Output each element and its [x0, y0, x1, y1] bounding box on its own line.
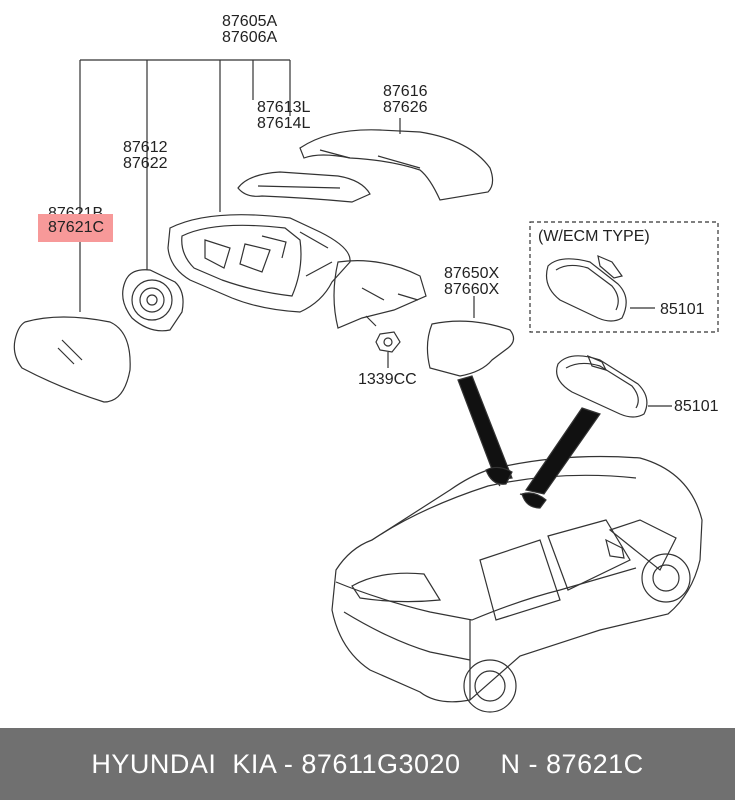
label-actuator-b: 87622: [123, 155, 168, 172]
actuator-shape: [122, 269, 184, 332]
label-ecm-type: (W/ECM TYPE): [538, 228, 650, 245]
ecm-type-box: [529, 221, 719, 333]
pointer-wedge-mirror: [525, 407, 601, 495]
footer-part-numbers: HYUNDAI KIA - 87611G3020 N - 87621C: [91, 749, 644, 779]
inside-mirror-ecm-shape: [545, 254, 627, 322]
label-assembly-a: 87605A: [222, 13, 278, 30]
label-cover-a: 87650X: [444, 265, 500, 282]
label-actuator-a: 87612: [123, 139, 168, 156]
label-lamp-a: 87613L: [257, 99, 311, 116]
label-assembly-b: 87606A: [222, 29, 278, 46]
label-cap-b: 87626: [383, 99, 428, 116]
mirror-glass-shape: [13, 316, 131, 403]
label-glass-b-highlighted: 87621C: [38, 214, 114, 242]
pointer-wedge-cover: [457, 375, 513, 481]
label-lamp-b: 87614L: [257, 115, 311, 132]
mirror-location-mark: [521, 492, 547, 509]
cover-location-mark: [485, 466, 513, 485]
label-cover-b: 87660X: [444, 281, 500, 298]
footer-bar: HYUNDAI KIA - 87611G3020 N - 87621C: [0, 728, 735, 800]
parts-diagram: [13, 59, 719, 713]
leader-bracket: [79, 59, 291, 312]
nut-shape: [375, 331, 401, 353]
label-inside-mirror: 85101: [674, 398, 719, 415]
turn-lamp-shape: [237, 171, 371, 203]
inside-mirror-shape: [556, 354, 648, 418]
car-illustration-shape: [331, 455, 703, 713]
base-bracket-shape: [333, 260, 427, 329]
mirror-cover-shape: [426, 320, 515, 377]
mirror-housing-shape: [167, 214, 351, 313]
label-nut: 1339CC: [358, 371, 417, 388]
scalp-cap-shape: [299, 129, 494, 201]
label-cap-a: 87616: [383, 83, 428, 100]
label-inside-mirror-ecm: 85101: [660, 301, 705, 318]
